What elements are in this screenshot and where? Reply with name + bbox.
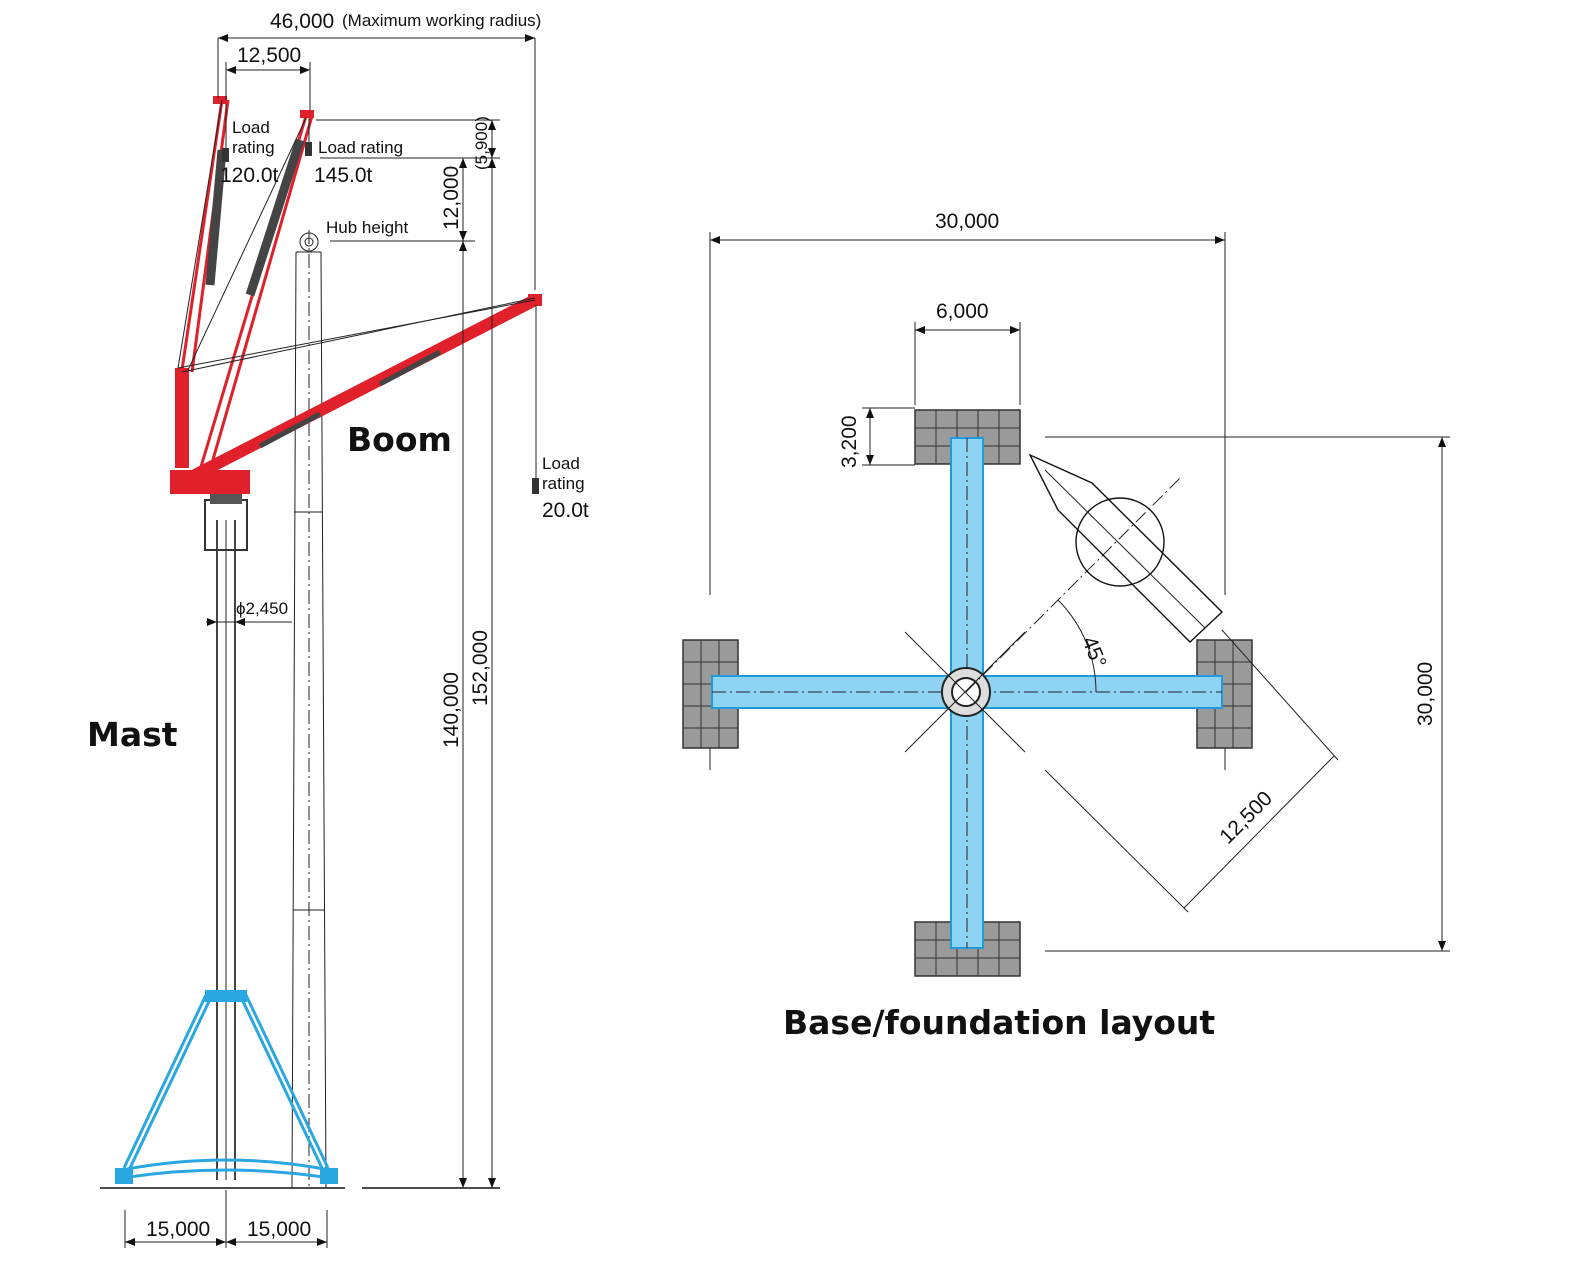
load-c-word2: rating bbox=[542, 474, 585, 493]
hook-blocks bbox=[222, 142, 539, 494]
load-b-value: 145.0t bbox=[314, 164, 373, 187]
pad-depth-value: 3,200 bbox=[838, 415, 861, 468]
dim-boom-offset bbox=[225, 62, 311, 110]
boom-title: Boom bbox=[347, 420, 452, 459]
dim-152000-value: 152,000 bbox=[469, 630, 492, 706]
dim-5900-value: (5,900) bbox=[472, 116, 491, 170]
pad-width-value: 6,000 bbox=[936, 300, 989, 323]
dim-140000-value: 140,000 bbox=[440, 672, 463, 748]
load-c-word1: Load bbox=[542, 454, 580, 473]
angle-arc bbox=[1057, 599, 1097, 693]
dim-pad-depth bbox=[862, 407, 915, 466]
dim-mast-diameter bbox=[206, 618, 292, 626]
dim-base-width bbox=[124, 1190, 328, 1248]
diag-radius-value: 12,500 bbox=[1215, 787, 1277, 849]
dim-12000-value: 12,000 bbox=[440, 166, 463, 230]
load-c-value: 20.0t bbox=[542, 499, 589, 522]
plan-width-value: 30,000 bbox=[935, 210, 999, 233]
load-a-value: 120.0t bbox=[220, 164, 279, 187]
base-left-value: 15,000 bbox=[146, 1218, 210, 1241]
dim-max-radius bbox=[217, 34, 536, 290]
angle-value: 45° bbox=[1077, 633, 1110, 671]
dim-140000 bbox=[459, 241, 467, 1188]
load-a-word2: rating bbox=[232, 138, 275, 157]
mast-title: Mast bbox=[87, 715, 178, 754]
dim-plan-width bbox=[709, 232, 1226, 595]
boom-offset-value: 12,500 bbox=[237, 44, 301, 67]
dim-pad-width bbox=[914, 322, 1021, 405]
base-title: Base/foundation layout bbox=[783, 1003, 1215, 1042]
load-a-word1: Load bbox=[232, 118, 270, 137]
plan-height-value: 30,000 bbox=[1414, 662, 1437, 726]
wind-tower bbox=[291, 230, 327, 1189]
dim-plan-height bbox=[1045, 436, 1450, 952]
dim-diagonal-radius bbox=[1044, 629, 1339, 913]
mast-diameter-value: ϕ2,450 bbox=[236, 599, 288, 618]
base-right-value: 15,000 bbox=[247, 1218, 311, 1241]
hub-height-label: Hub height bbox=[326, 218, 409, 237]
luffing-jibs bbox=[205, 138, 305, 297]
load-b-label: Load rating bbox=[318, 138, 403, 157]
plan-boom-outline bbox=[965, 453, 1224, 693]
mast-column bbox=[204, 492, 248, 1180]
dim-5900 bbox=[488, 120, 496, 158]
mast-base-frame bbox=[115, 990, 338, 1184]
max-radius-value: 46,000 bbox=[270, 10, 334, 33]
dim-12000 bbox=[459, 158, 467, 241]
max-radius-note: (Maximum working radius) bbox=[342, 11, 541, 30]
main-boom bbox=[192, 294, 542, 481]
dim-152000 bbox=[488, 158, 496, 1188]
